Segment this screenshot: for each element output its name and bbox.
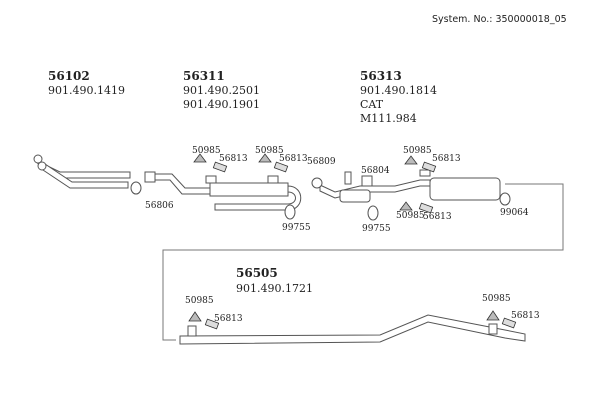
- connector-line: [162, 183, 564, 341]
- ref-number: 901.490.1814: [360, 84, 437, 97]
- ref-number: 901.490.2501: [183, 84, 260, 97]
- middle-silencer-56311: [154, 173, 302, 211]
- part-number-56102: 56102: [48, 69, 90, 83]
- ref-number: 901.490.1901: [183, 98, 260, 111]
- callout-99755: 99755: [362, 224, 391, 234]
- ref-engine-code: M111.984: [360, 112, 417, 125]
- part-number-56505: 56505: [236, 266, 278, 280]
- callout-56804: 56804: [361, 166, 390, 176]
- callout-99755: 99755: [282, 223, 311, 233]
- callout-50985: 50985: [185, 296, 214, 306]
- callout-56813: 56813: [219, 154, 248, 164]
- tail-pipe-56505: [179, 314, 526, 345]
- tail-mount: [187, 325, 197, 337]
- hanger-group: [188, 153, 517, 330]
- callout-99064: 99064: [500, 208, 529, 218]
- front-pipe-56102: [33, 154, 131, 189]
- callout-50985: 50985: [255, 146, 284, 156]
- callout-50985: 50985: [192, 146, 221, 156]
- callout-56813: 56813: [279, 154, 308, 164]
- callout-56806: 56806: [145, 201, 174, 211]
- callout-56813: 56813: [423, 212, 452, 222]
- system-number: System. No.: 350000018_05: [432, 14, 567, 25]
- flange-56804: [361, 175, 373, 187]
- catalytic-converter-56313: [319, 169, 501, 203]
- ref-number: 901.490.1721: [236, 282, 313, 295]
- callout-56809: 56809: [307, 157, 336, 167]
- callout-50985: 50985: [482, 294, 511, 304]
- ref-label-cat: CAT: [360, 98, 384, 111]
- part-number-56313: 56313: [360, 69, 402, 83]
- callout-56813: 56813: [214, 314, 243, 324]
- callout-50985: 50985: [403, 146, 432, 156]
- tail-mount: [488, 323, 498, 335]
- part-number-56311: 56311: [183, 69, 225, 83]
- callout-56813: 56813: [511, 311, 540, 321]
- clamp-ring: [144, 171, 156, 183]
- callout-50985: 50985: [396, 211, 425, 221]
- clamp-99064: [499, 192, 511, 206]
- clamp-99755: [284, 204, 296, 220]
- ref-number: 901.490.1419: [48, 84, 125, 97]
- seal-ring-56806: [130, 181, 142, 195]
- gasket-56809: [311, 177, 323, 189]
- clamp-99755: [367, 205, 379, 221]
- callout-56813: 56813: [432, 154, 461, 164]
